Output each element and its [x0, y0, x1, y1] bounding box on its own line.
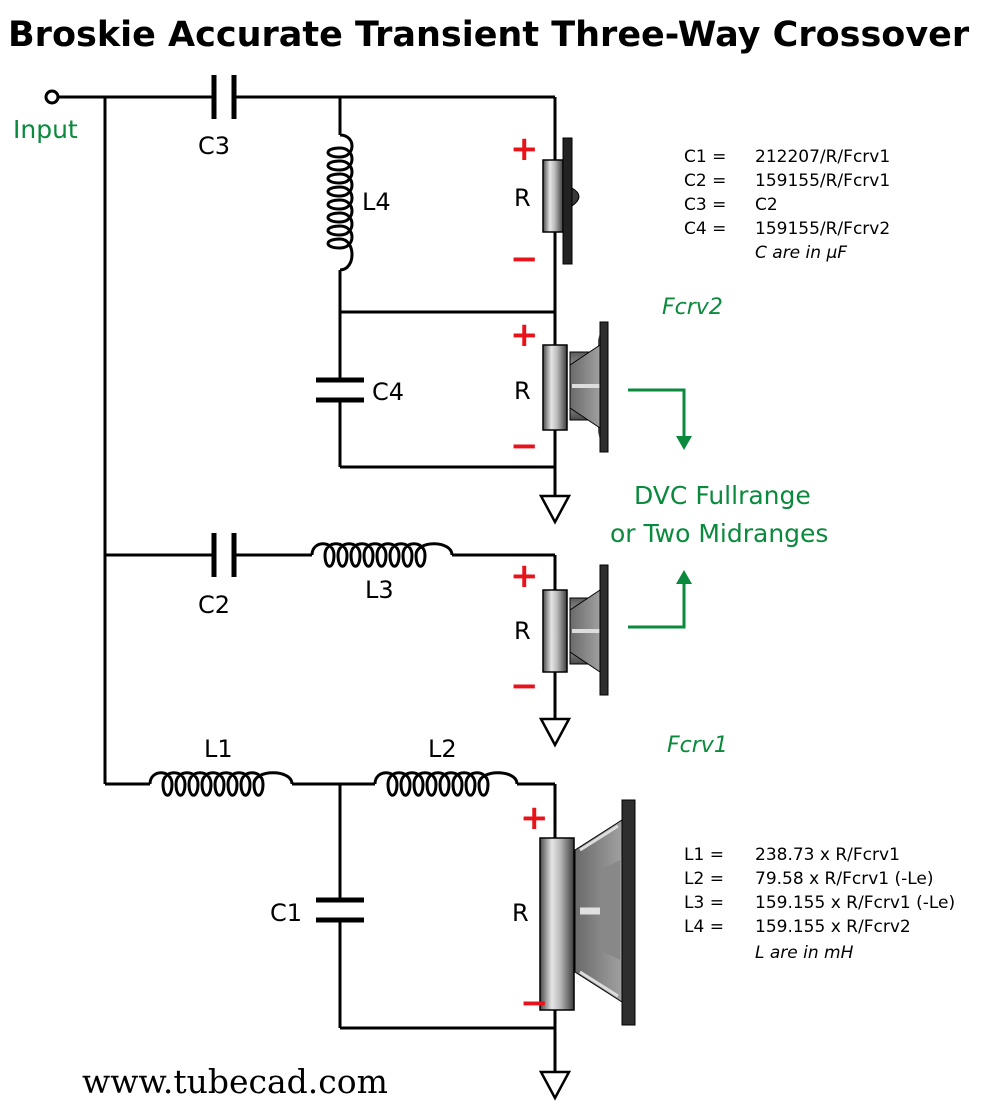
plus-sign: + — [520, 798, 549, 838]
capacitor-c4 — [316, 377, 364, 403]
ground-symbol — [539, 705, 571, 747]
input-label: Input — [13, 115, 78, 144]
driver-label: R — [514, 617, 531, 645]
inductor-l4 — [326, 133, 354, 272]
capacitor-c3 — [211, 75, 237, 119]
minus-sign: − — [510, 666, 539, 706]
formula-value: C2 — [755, 195, 778, 215]
formula-name: C4 = — [684, 219, 726, 239]
formula-value: 159155/R/Fcrv1 — [755, 171, 890, 191]
midrange-driver-lower — [542, 564, 609, 696]
label-c3: C3 — [198, 132, 230, 160]
dvc-note-line1: DVC Fullrange — [634, 481, 811, 510]
label-c4: C4 — [372, 378, 404, 406]
page-title: Broskie Accurate Transient Three-Way Cro… — [8, 15, 970, 55]
polarity-marks: + − + − + − + − — [510, 129, 549, 1023]
formula-value: 159155/R/Fcrv2 — [755, 219, 890, 239]
formula-name: C3 = — [684, 195, 726, 215]
label-l3: L3 — [365, 576, 394, 604]
input-terminal — [44, 89, 60, 105]
plus-sign: + — [510, 315, 539, 355]
ind-units-note: L are in mH — [755, 943, 854, 963]
inductor-l3 — [310, 542, 454, 568]
capacitor-c1 — [316, 897, 364, 923]
inductor-formulas: L1 = 238.73 x R/Fcrv1 L2 = 79.58 x R/Fcr… — [684, 845, 955, 963]
dvc-note-line2: or Two Midranges — [610, 519, 828, 548]
inductor-l1 — [148, 771, 294, 797]
cap-units-note: C are in µF — [755, 243, 847, 263]
capacitor-formulas: C1 = 212207/R/Fcrv1 C2 = 159155/R/Fcrv1 … — [684, 147, 890, 263]
arrow-up — [628, 570, 692, 629]
ground-symbol — [539, 482, 571, 524]
formula-value: 79.58 x R/Fcrv1 (-Le) — [755, 869, 934, 889]
formula-name: C2 = — [684, 171, 726, 191]
fcrv1-label: Fcrv1 — [667, 733, 728, 758]
driver-label: R — [514, 184, 531, 212]
label-l2: L2 — [428, 735, 457, 763]
label-l1: L1 — [204, 735, 233, 763]
formula-value: 212207/R/Fcrv1 — [755, 147, 890, 167]
capacitor-c2 — [211, 533, 237, 577]
formula-value: 159.155 x R/Fcrv1 (-Le) — [755, 893, 955, 913]
fcrv2-label: Fcrv2 — [662, 295, 723, 320]
formula-name: L2 = — [684, 869, 724, 889]
ground-symbol — [539, 1058, 571, 1100]
formula-name: L3 = — [684, 893, 724, 913]
inductor-l2 — [373, 771, 519, 797]
formula-value: 238.73 x R/Fcrv1 — [755, 845, 900, 865]
website-url: www.tubecad.com — [82, 1062, 388, 1101]
driver-label: R — [512, 899, 529, 927]
midrange-driver-upper — [542, 321, 609, 453]
driver-label: R — [514, 377, 531, 405]
formula-name: L4 = — [684, 917, 724, 937]
minus-sign: − — [510, 426, 539, 466]
formula-name: L1 = — [684, 845, 724, 865]
formula-name: C1 = — [684, 147, 726, 167]
label-c1: C1 — [270, 899, 302, 927]
label-l4: L4 — [362, 188, 391, 216]
tweeter-driver — [542, 137, 580, 265]
woofer-driver — [539, 799, 636, 1026]
plus-sign: + — [510, 556, 539, 596]
label-c2: C2 — [198, 591, 230, 619]
minus-sign: − — [520, 983, 549, 1023]
minus-sign: − — [510, 239, 539, 279]
formula-value: 159.155 x R/Fcrv2 — [755, 917, 911, 937]
arrow-down — [628, 388, 692, 450]
plus-sign: + — [510, 129, 539, 169]
